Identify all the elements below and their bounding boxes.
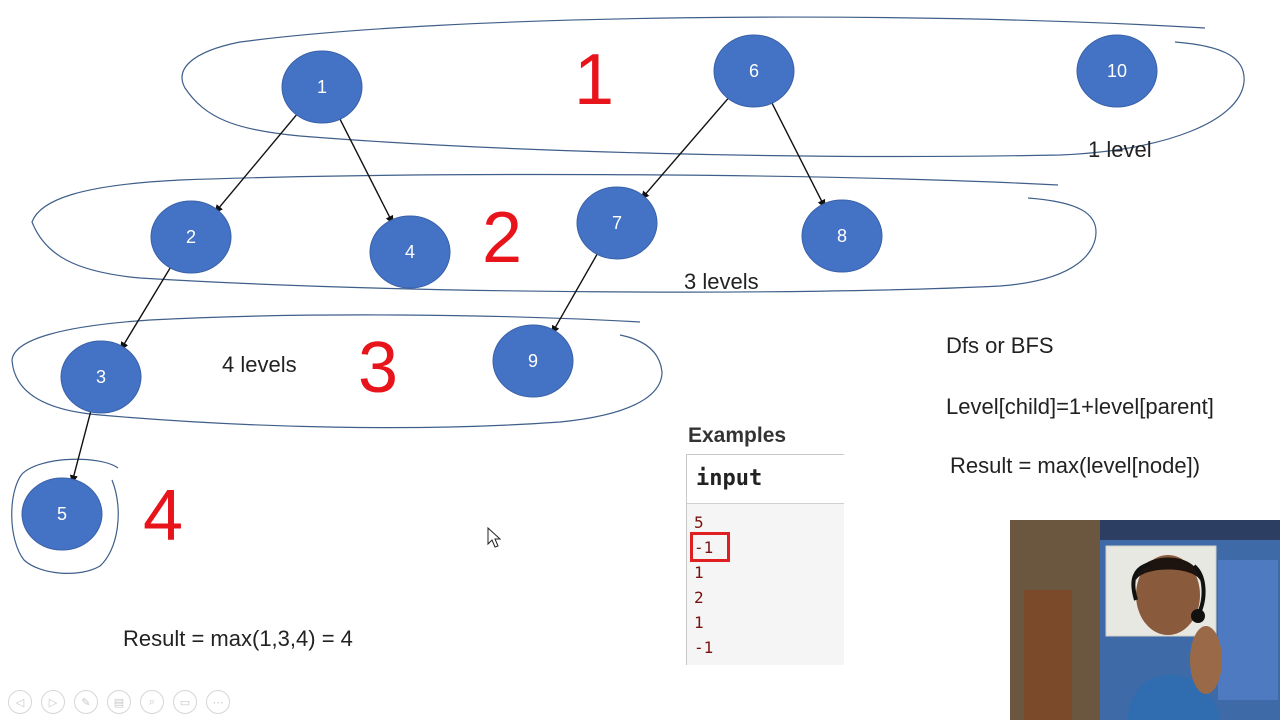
tree-node-6: 6 [713, 34, 795, 108]
level-number-2: 2 [482, 198, 522, 278]
example-input-line: 2 [694, 588, 704, 607]
note-recurrence: Level[child]=1+level[parent] [946, 394, 1214, 419]
tree-node-circle [60, 340, 142, 414]
tree-node-label: 8 [837, 226, 847, 246]
level-number-3: 3 [358, 328, 398, 408]
presenter-video [1010, 520, 1280, 720]
annotation-four-levels: 4 levels [222, 352, 297, 377]
webcam-overlay [1010, 520, 1280, 720]
tree-node-10: 10 [1076, 34, 1158, 108]
tree-node-1: 1 [281, 50, 363, 124]
edge-2-3 [119, 263, 174, 351]
mouse-cursor-icon [487, 526, 502, 548]
result-example: Result = max(1,3,4) = 4 [123, 626, 353, 651]
tree-node-label: 3 [96, 367, 106, 387]
tree-node-3: 3 [60, 340, 142, 414]
slides-icon[interactable]: ▤ [107, 690, 131, 714]
tree-node-circle [369, 215, 451, 289]
zoom-icon[interactable]: ⌕ [140, 690, 164, 714]
tree-node-label: 6 [749, 61, 759, 81]
level-number-1: 1 [574, 40, 614, 120]
screen-icon[interactable]: ▭ [173, 690, 197, 714]
example-input-line: 5 [694, 513, 704, 532]
annotation-one-level: 1 level [1088, 137, 1152, 162]
tree-node-label: 10 [1107, 61, 1127, 81]
examples-input-header: input [687, 455, 844, 504]
example-input-line: 1 [694, 563, 704, 582]
tree-node-label: 5 [57, 504, 67, 524]
tree-node-4: 4 [369, 215, 451, 289]
tree-node-9: 9 [492, 324, 574, 398]
examples-title: Examples [688, 424, 787, 447]
note-dfs-bfs: Dfs or BFS [946, 333, 1054, 358]
edge-3-5 [70, 407, 93, 485]
tree-node-circle [150, 200, 232, 274]
level-4-outline [11, 458, 119, 574]
annotation-three-levels: 3 levels [684, 269, 759, 294]
tree-node-8: 8 [801, 199, 883, 273]
highlight-box [690, 532, 730, 562]
tree-node-circle [713, 34, 795, 108]
tree-node-circle [281, 50, 363, 124]
note-result-formula: Result = max(level[node]) [950, 453, 1200, 478]
tree-node-label: 9 [528, 351, 538, 371]
tree-node-label: 7 [612, 213, 622, 233]
edge-1-4 [337, 114, 394, 225]
more-icon[interactable]: ⋯ [206, 690, 230, 714]
tree-node-circle [576, 186, 658, 260]
example-input-line: 1 [694, 613, 704, 632]
tree-node-circle [1076, 34, 1158, 108]
edge-1-2 [214, 110, 301, 214]
next-slide-icon[interactable]: ▷ [41, 690, 65, 714]
edge-6-7 [640, 94, 732, 200]
example-input-line: -1 [694, 638, 714, 657]
tree-node-label: 2 [186, 227, 196, 247]
tree-node-label: 4 [405, 242, 415, 262]
level-3-outline [11, 314, 663, 429]
previous-slide-icon[interactable]: ◁ [8, 690, 32, 714]
edge-6-8 [769, 98, 826, 209]
tree-node-circle [801, 199, 883, 273]
tree-node-7: 7 [576, 186, 658, 260]
level-2-outline [31, 173, 1097, 293]
tree-node-circle [21, 477, 103, 551]
level-number-4: 4 [143, 476, 183, 556]
tree-node-label: 1 [317, 77, 327, 97]
tree-node-circle [492, 324, 574, 398]
edge-7-9 [551, 249, 600, 335]
tree-node-2: 2 [150, 200, 232, 274]
example-input-line: -1 [690, 532, 844, 562]
tree-node-5: 5 [21, 477, 103, 551]
presentation-controls: ◁ ▷ ✎ ▤ ⌕ ▭ ⋯ [8, 690, 230, 714]
level-1-outline [181, 16, 1245, 158]
pen-icon[interactable]: ✎ [74, 690, 98, 714]
